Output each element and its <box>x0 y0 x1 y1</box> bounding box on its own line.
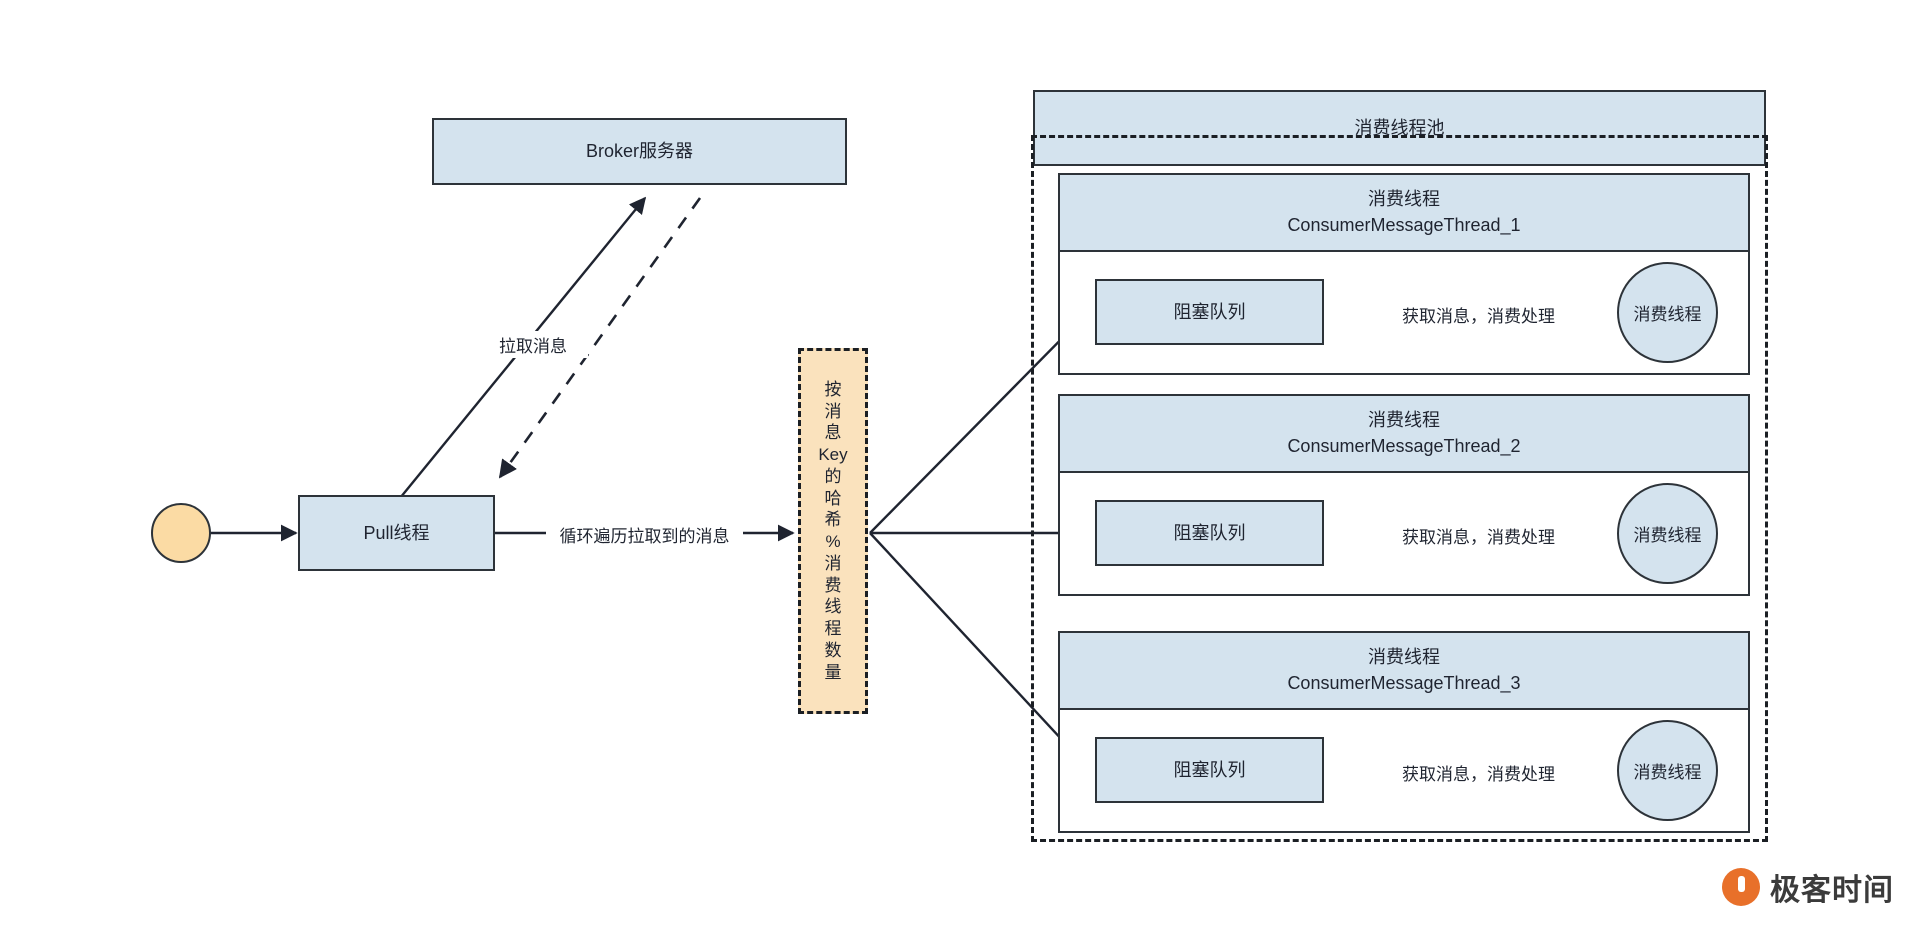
consumer-thread-circle-2[interactable]: 消费线程 <box>1617 483 1718 584</box>
edge-label-consume-3: 获取消息，消费处理 <box>1385 759 1572 786</box>
start-node-circle[interactable] <box>151 503 211 563</box>
hash-router-char-4: 的 <box>824 466 842 486</box>
geekbang-logo-icon <box>1722 868 1760 906</box>
group-1-title-line2: ConsumerMessageThread_1 <box>1287 215 1521 236</box>
consumer-thread-circle-2-label: 消费线程 <box>1633 526 1702 545</box>
group-2-title-line1: 消费线程 <box>1368 410 1440 430</box>
hash-router-char-0: 按 <box>824 379 842 399</box>
edge-label-pull-message-text: 拉取消息 <box>499 337 567 356</box>
hash-router-char-13: 量 <box>824 662 842 682</box>
blocking-queue-label-1: 阻塞队列 <box>1173 301 1246 322</box>
edge-label-loop-messages-text: 循环遍历拉取到的消息 <box>559 527 730 546</box>
hash-router-char-11: 程 <box>824 619 842 638</box>
blocking-queue-box-2[interactable]: 阻塞队列 <box>1095 500 1324 566</box>
hash-router-char-2: 息 <box>824 423 842 443</box>
blocking-queue-label-3: 阻塞队列 <box>1173 759 1246 780</box>
consumer-thread-circle-1-label: 消费线程 <box>1633 305 1702 324</box>
hash-router-char-10: 线 <box>824 597 842 617</box>
hash-router-char-8: 消 <box>824 553 842 573</box>
consumer-thread-circle-3-label: 消费线程 <box>1633 763 1702 782</box>
hash-router-char-3: Key <box>818 445 848 464</box>
thread-pool-header-box[interactable]: 消费线程池 <box>1033 90 1766 166</box>
group-2-title-line2: ConsumerMessageThread_2 <box>1287 436 1521 457</box>
thread-pool-header-label: 消费线程池 <box>1354 117 1445 138</box>
consumer-thread-group-1-title: 消费线程 ConsumerMessageThread_1 <box>1060 175 1748 253</box>
edge-label-pull-message: 拉取消息 <box>478 331 588 358</box>
hash-router-char-6: 希 <box>824 510 842 530</box>
blocking-queue-label-2: 阻塞队列 <box>1173 522 1246 543</box>
pull-thread-box[interactable]: Pull线程 <box>298 495 495 571</box>
group-1-title-line1: 消费线程 <box>1368 189 1440 209</box>
blocking-queue-box-1[interactable]: 阻塞队列 <box>1095 279 1324 345</box>
edge-label-consume-2: 获取消息，消费处理 <box>1385 522 1572 549</box>
consumer-thread-group-3-title: 消费线程 ConsumerMessageThread_3 <box>1060 633 1748 711</box>
edge-label-consume-2-text: 获取消息，消费处理 <box>1402 528 1555 547</box>
pull-thread-label: Pull线程 <box>363 522 430 543</box>
edge-label-consume-1: 获取消息，消费处理 <box>1385 301 1572 328</box>
hash-router-char-5: 哈 <box>824 488 842 508</box>
edge-label-consume-3-text: 获取消息，消费处理 <box>1402 765 1555 784</box>
brand-name-label: 极客时间 <box>1770 874 1894 907</box>
consumer-thread-circle-1[interactable]: 消费线程 <box>1617 262 1718 363</box>
group-3-title-line1: 消费线程 <box>1368 647 1440 667</box>
broker-server-label: Broker服务器 <box>585 141 693 162</box>
edge-label-loop-messages: 循环遍历拉取到的消息 <box>546 521 743 548</box>
hash-router-char-1: 消 <box>824 401 842 421</box>
consumer-thread-group-1[interactable]: 消费线程 ConsumerMessageThread_1 <box>1058 173 1750 375</box>
group-3-title-line2: ConsumerMessageThread_3 <box>1287 673 1521 694</box>
hash-router-char-7: % <box>825 532 841 551</box>
edge-label-consume-1-text: 获取消息，消费处理 <box>1402 307 1555 326</box>
thread-pool-dashed-container <box>1031 135 1768 842</box>
consumer-thread-group-2-title: 消费线程 ConsumerMessageThread_2 <box>1060 396 1748 474</box>
hash-router-char-12: 数 <box>824 640 842 660</box>
brand-watermark: 极客时间 <box>1722 865 1894 909</box>
blocking-queue-box-3[interactable]: 阻塞队列 <box>1095 737 1324 803</box>
consumer-thread-circle-3[interactable]: 消费线程 <box>1617 720 1718 821</box>
hash-router-char-9: 费 <box>824 575 842 595</box>
broker-server-box[interactable]: Broker服务器 <box>432 118 847 185</box>
